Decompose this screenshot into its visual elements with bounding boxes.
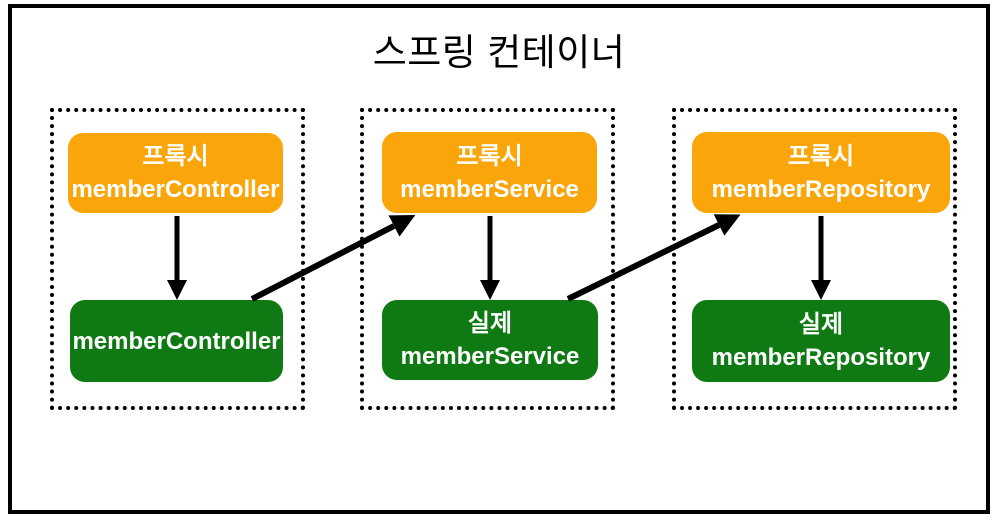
- proxy-label-line1: 프록시: [787, 142, 855, 170]
- real-memberservice-box: 실제 memberService: [382, 300, 598, 380]
- proxy-memberservice-box: 프록시 memberService: [382, 132, 597, 213]
- real-label-line1: 실제: [798, 311, 844, 338]
- proxy-label-line1: 프록시: [142, 143, 209, 170]
- real-membercontroller-box: memberController: [70, 300, 283, 382]
- proxy-label-line2: memberController: [71, 176, 280, 203]
- diagram-title: 스프링 컨테이너: [372, 32, 626, 73]
- bean-group-controller: 프록시 memberController memberController: [50, 108, 305, 410]
- real-label-line2: memberController: [72, 327, 281, 355]
- real-label-line2: memberService: [400, 343, 580, 370]
- real-label-line1: 실제: [467, 310, 513, 337]
- spring-container-frame: [8, 4, 990, 514]
- real-memberrepository-box: 실제 memberRepository: [692, 300, 950, 382]
- proxy-memberrepository-box: 프록시 memberRepository: [692, 132, 950, 213]
- proxy-membercontroller-box: 프록시 memberController: [68, 133, 283, 213]
- proxy-label-line2: memberService: [400, 175, 579, 203]
- bean-group-repository: 프록시 memberRepository 실제 memberRepository: [672, 108, 957, 410]
- proxy-label-line1: 프록시: [456, 142, 523, 170]
- real-label-line2: memberRepository: [711, 344, 931, 371]
- bean-group-service: 프록시 memberService 실제 memberService: [360, 108, 615, 410]
- proxy-label-line2: memberRepository: [711, 175, 931, 203]
